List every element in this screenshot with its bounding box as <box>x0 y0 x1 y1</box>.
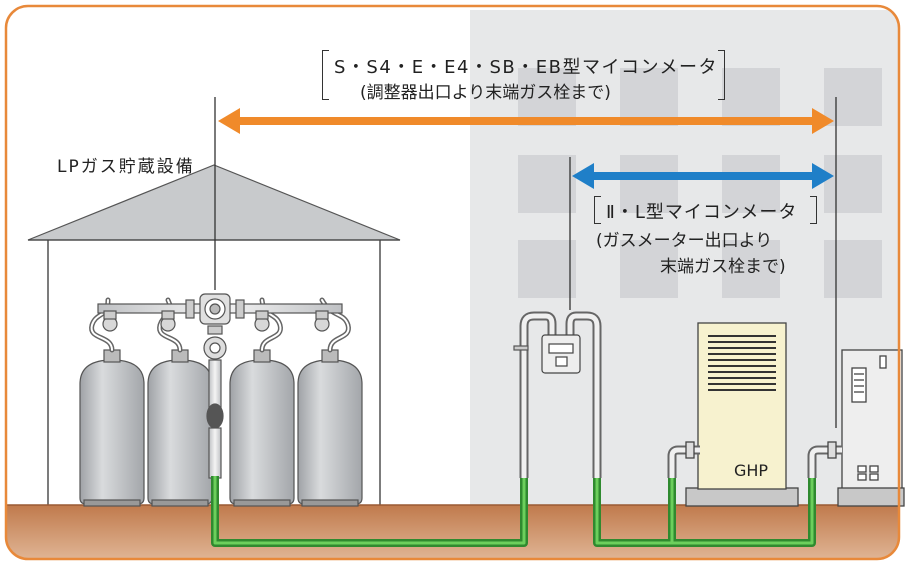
ground <box>6 505 899 559</box>
ghp-label: GHP <box>734 461 769 480</box>
gas-cylinders <box>79 349 363 507</box>
manifold <box>97 293 343 479</box>
gas-cylinder <box>229 349 295 507</box>
outer-frame <box>4 4 901 561</box>
orange-range-arrow <box>218 108 834 134</box>
meter-a-bracket-left <box>322 50 329 100</box>
storage-shed <box>27 164 401 510</box>
meter-a-bracket-right <box>718 50 725 100</box>
end-appliance-unit <box>807 349 905 507</box>
meter-b-bracket-left <box>594 196 601 224</box>
ghp-unit <box>667 322 799 507</box>
building-windows <box>518 68 882 298</box>
storage-label: LPガス貯蔵設備 <box>57 157 195 177</box>
gas-cylinder <box>79 349 145 507</box>
gas-meter-assembly <box>513 311 602 478</box>
meter-b-title: Ⅱ・L型マイコンメータ <box>606 202 798 223</box>
meter-b-range-line1: (ガスメーター出口より <box>596 231 773 251</box>
meter-b-range-line2: 末端ガス栓まで) <box>660 257 786 277</box>
meter-a-title: S・S4・E・E4・SB・EB型マイコンメータ <box>334 57 718 78</box>
meter-b-bracket-right <box>810 196 817 224</box>
meter-a-range: (調整器出口より末端ガス栓まで) <box>360 83 611 103</box>
range-reference-lines <box>214 97 837 428</box>
blue-range-arrow <box>572 163 834 189</box>
gas-cylinder <box>147 349 213 507</box>
gas-cylinder <box>297 349 363 507</box>
